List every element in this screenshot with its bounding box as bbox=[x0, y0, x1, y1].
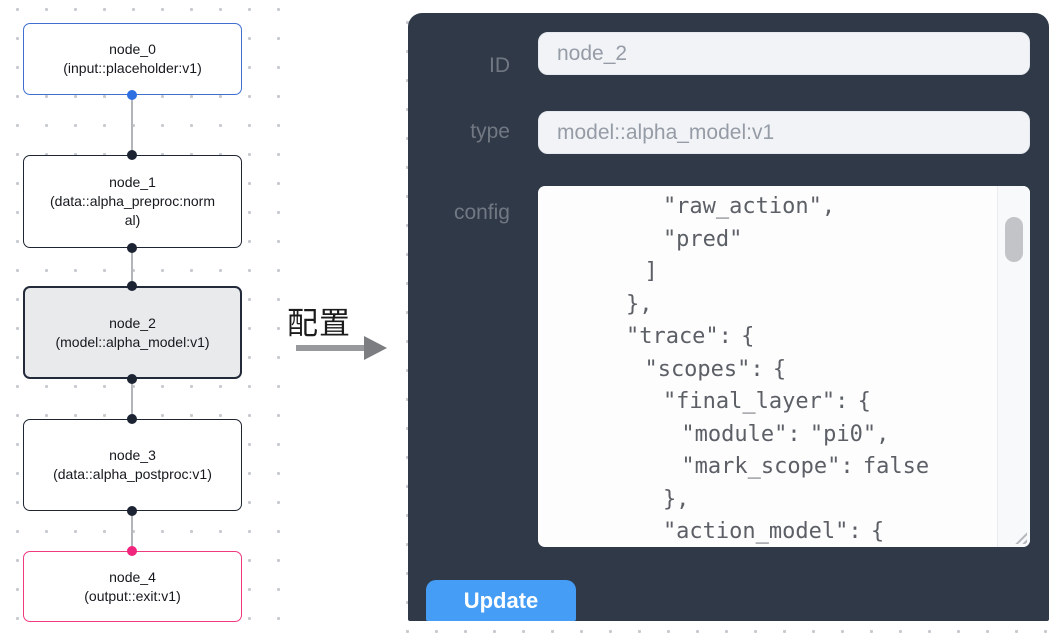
node-title: node_1 bbox=[109, 174, 156, 190]
right-arrow-icon bbox=[296, 334, 388, 367]
config-canvas-background: ID type config "raw_action", "pred" ] },… bbox=[393, 0, 1062, 643]
flow-node-node_2[interactable]: node_2(model::alpha_model:v1) bbox=[23, 286, 242, 379]
node-title: node_0 bbox=[109, 41, 156, 57]
update-button[interactable]: Update bbox=[426, 580, 576, 621]
id-input[interactable] bbox=[538, 32, 1030, 75]
node-port[interactable] bbox=[127, 506, 137, 516]
node-port[interactable] bbox=[127, 150, 137, 160]
node-title: node_2 bbox=[109, 314, 156, 331]
node-title: node_4 bbox=[109, 568, 156, 585]
node-subtitle: (model::alpha_model:v1) bbox=[55, 333, 210, 350]
node-subtitle: (data::alpha_preproc:normal) bbox=[50, 193, 215, 228]
config-panel: ID type config "raw_action", "pred" ] },… bbox=[408, 13, 1049, 621]
flow-node-node_1[interactable]: node_1(data::alpha_preproc:normal) bbox=[23, 155, 242, 248]
node-subtitle: (data::alpha_postproc:v1) bbox=[53, 466, 212, 482]
config-json-text: "raw_action", "pred" ] }, "trace": { "sc… bbox=[625, 194, 930, 544]
node-port[interactable] bbox=[127, 90, 137, 100]
flow-edge bbox=[131, 95, 133, 155]
node-port[interactable] bbox=[127, 546, 137, 556]
flow-edge bbox=[131, 379, 133, 419]
type-input[interactable] bbox=[538, 111, 1030, 154]
config-textarea[interactable]: "raw_action", "pred" ] }, "trace": { "sc… bbox=[538, 186, 1030, 547]
scrollbar-track[interactable] bbox=[997, 186, 1030, 547]
id-label: ID bbox=[489, 54, 510, 77]
transition-label: 配置 bbox=[287, 306, 351, 341]
config-label: config bbox=[453, 201, 510, 224]
node-subtitle: (output::exit:v1) bbox=[84, 587, 181, 604]
node-title: node_3 bbox=[109, 447, 156, 463]
flow-node-node_0[interactable]: node_0(input::placeholder:v1) bbox=[23, 23, 242, 95]
flow-node-node_4[interactable]: node_4(output::exit:v1) bbox=[23, 551, 242, 622]
flow-node-node_3[interactable]: node_3(data::alpha_postproc:v1) bbox=[23, 419, 242, 511]
node-port[interactable] bbox=[127, 414, 137, 424]
flow-edge bbox=[131, 511, 133, 551]
flow-edge bbox=[131, 248, 133, 286]
node-port[interactable] bbox=[127, 374, 137, 384]
node-port[interactable] bbox=[127, 281, 137, 291]
node-subtitle: (input::placeholder:v1) bbox=[63, 60, 202, 76]
pipeline-canvas: node_0(input::placeholder:v1)node_1(data… bbox=[0, 0, 285, 643]
scrollbar-thumb[interactable] bbox=[1005, 217, 1023, 262]
type-label: type bbox=[470, 120, 510, 143]
node-port[interactable] bbox=[127, 243, 137, 253]
